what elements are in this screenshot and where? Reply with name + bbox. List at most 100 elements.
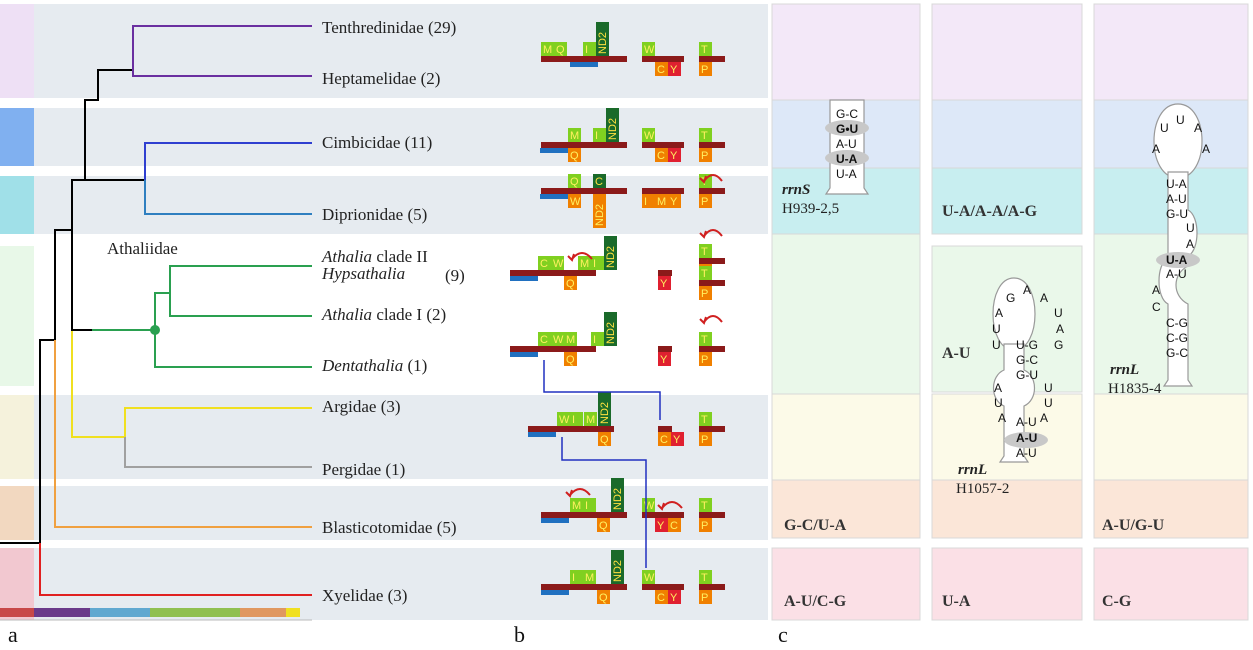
gene-strand-bar — [541, 188, 627, 194]
gene-label-y: Y — [660, 354, 668, 366]
gene-box-i — [583, 498, 596, 512]
gene-label-t: T — [701, 246, 708, 258]
gene-box-q — [564, 276, 577, 290]
gene-label-m: M — [566, 334, 575, 346]
gene-label-t: T — [701, 130, 708, 142]
gene-label-t: T — [701, 500, 708, 512]
gene-box-i — [570, 570, 583, 584]
gene-box-q — [568, 174, 581, 188]
gene-block-blue — [510, 276, 538, 281]
gene-box-t — [699, 498, 712, 512]
gene-box-y — [668, 62, 681, 76]
gene-label-q: Q — [556, 44, 565, 56]
gene-box-m — [568, 128, 581, 142]
gene-label-nd2: ND2 — [612, 560, 624, 582]
svg-text:U: U — [1176, 113, 1185, 127]
gene-label-i: I — [572, 572, 575, 584]
gene-label-i: I — [572, 414, 575, 426]
gene-label-c: C — [657, 150, 665, 162]
gene-strand-bar — [699, 426, 725, 432]
svg-text:U: U — [1044, 381, 1053, 395]
band-diprionidae — [0, 176, 34, 234]
gene-label-w: W — [644, 572, 655, 584]
gene-strand-bar — [642, 56, 684, 62]
svg-text:C-G: C-G — [1166, 316, 1188, 330]
tree-branches — [0, 25, 312, 596]
rrnl-1-name: rrnL — [958, 462, 987, 478]
gene-box-t — [699, 266, 712, 280]
gene-strand-bar — [642, 584, 684, 590]
gene-label-m: M — [586, 414, 595, 426]
gene-box-y — [668, 590, 681, 604]
gene-box-m — [583, 570, 596, 584]
gene-label-y: Y — [673, 434, 681, 446]
pair-4: U-A — [836, 152, 858, 166]
gene-box-nd2 — [604, 236, 617, 270]
gene-box-i — [591, 332, 604, 346]
gene-label-nd2: ND2 — [605, 322, 617, 344]
inversion-arrows — [565, 174, 723, 511]
gene-box-c — [538, 256, 551, 270]
rrnl-2-name: rrnL — [1110, 362, 1139, 378]
gene-label-c: C — [660, 434, 668, 446]
gene-label-y: Y — [670, 150, 678, 162]
band-blasticotomidae — [0, 486, 34, 540]
panel-label-b: b — [514, 622, 525, 647]
pair-2: G•U — [836, 122, 858, 136]
gene-label-y: Y — [657, 520, 665, 532]
gene-box-p — [699, 432, 712, 446]
node-marker — [150, 325, 160, 335]
gene-label-m: M — [580, 258, 589, 270]
band-tenthredinidae — [0, 4, 34, 98]
gene-box-t — [699, 570, 712, 584]
gene-label-q: Q — [570, 176, 579, 188]
gene-label-t: T — [701, 572, 708, 584]
gene-strand-bar — [699, 258, 725, 264]
gene-label-y: Y — [670, 64, 678, 76]
svg-text:U: U — [994, 396, 1003, 410]
pair-3: A-U — [836, 137, 857, 151]
taxon-cimbicidae: Cimbicidae (11) — [322, 133, 433, 152]
gene-box-t — [699, 412, 712, 426]
svg-text:A: A — [998, 411, 1006, 425]
gene-label-p: P — [701, 354, 708, 366]
time-scale-bar — [0, 608, 312, 621]
gene-label-y: Y — [670, 196, 678, 208]
gene-box-t — [699, 332, 712, 346]
svg-text:U: U — [1054, 306, 1063, 320]
gene-box-p — [699, 590, 712, 604]
panel-label-a: a — [8, 622, 18, 647]
gene-box-i — [583, 42, 596, 56]
gene-label-m: M — [570, 130, 579, 142]
gene-label-c: C — [670, 520, 678, 532]
taxon-diprionidae: Diprionidae (5) — [322, 205, 428, 224]
gene-label-i: I — [585, 500, 588, 512]
gene-block-blue — [570, 62, 598, 67]
gene-label-p: P — [701, 434, 708, 446]
gene-block-blue — [510, 352, 538, 357]
gene-label-m: M — [543, 44, 552, 56]
gene-label-w: W — [644, 44, 655, 56]
gene-label-p: P — [701, 592, 708, 604]
gene-box-q — [564, 352, 577, 366]
gene-label-t: T — [701, 334, 708, 346]
gene-label-nd2: ND2 — [607, 118, 619, 140]
svg-text:U: U — [992, 338, 1001, 352]
gene-box-c — [655, 148, 668, 162]
gene-strand-bar — [699, 142, 725, 148]
gene-label-c: C — [595, 176, 603, 188]
gene-box-q — [598, 432, 611, 446]
gene-box-p — [699, 518, 712, 532]
gene-box-w — [642, 128, 655, 142]
pair-label-col2-green: A-U — [942, 345, 971, 362]
gene-label-w: W — [553, 258, 564, 270]
gene-strand-bar — [528, 426, 614, 432]
gene-strand-bar — [699, 346, 725, 352]
gene-label-nd2: ND2 — [605, 246, 617, 268]
svg-text:C: C — [1152, 300, 1161, 314]
gene-label-q: Q — [600, 434, 609, 446]
taxon-dentathalia: Dentathalia (1) — [322, 356, 428, 375]
gene-box-m — [570, 498, 583, 512]
pair-5: U-A — [836, 167, 857, 181]
phylogeny-panel — [0, 4, 500, 621]
